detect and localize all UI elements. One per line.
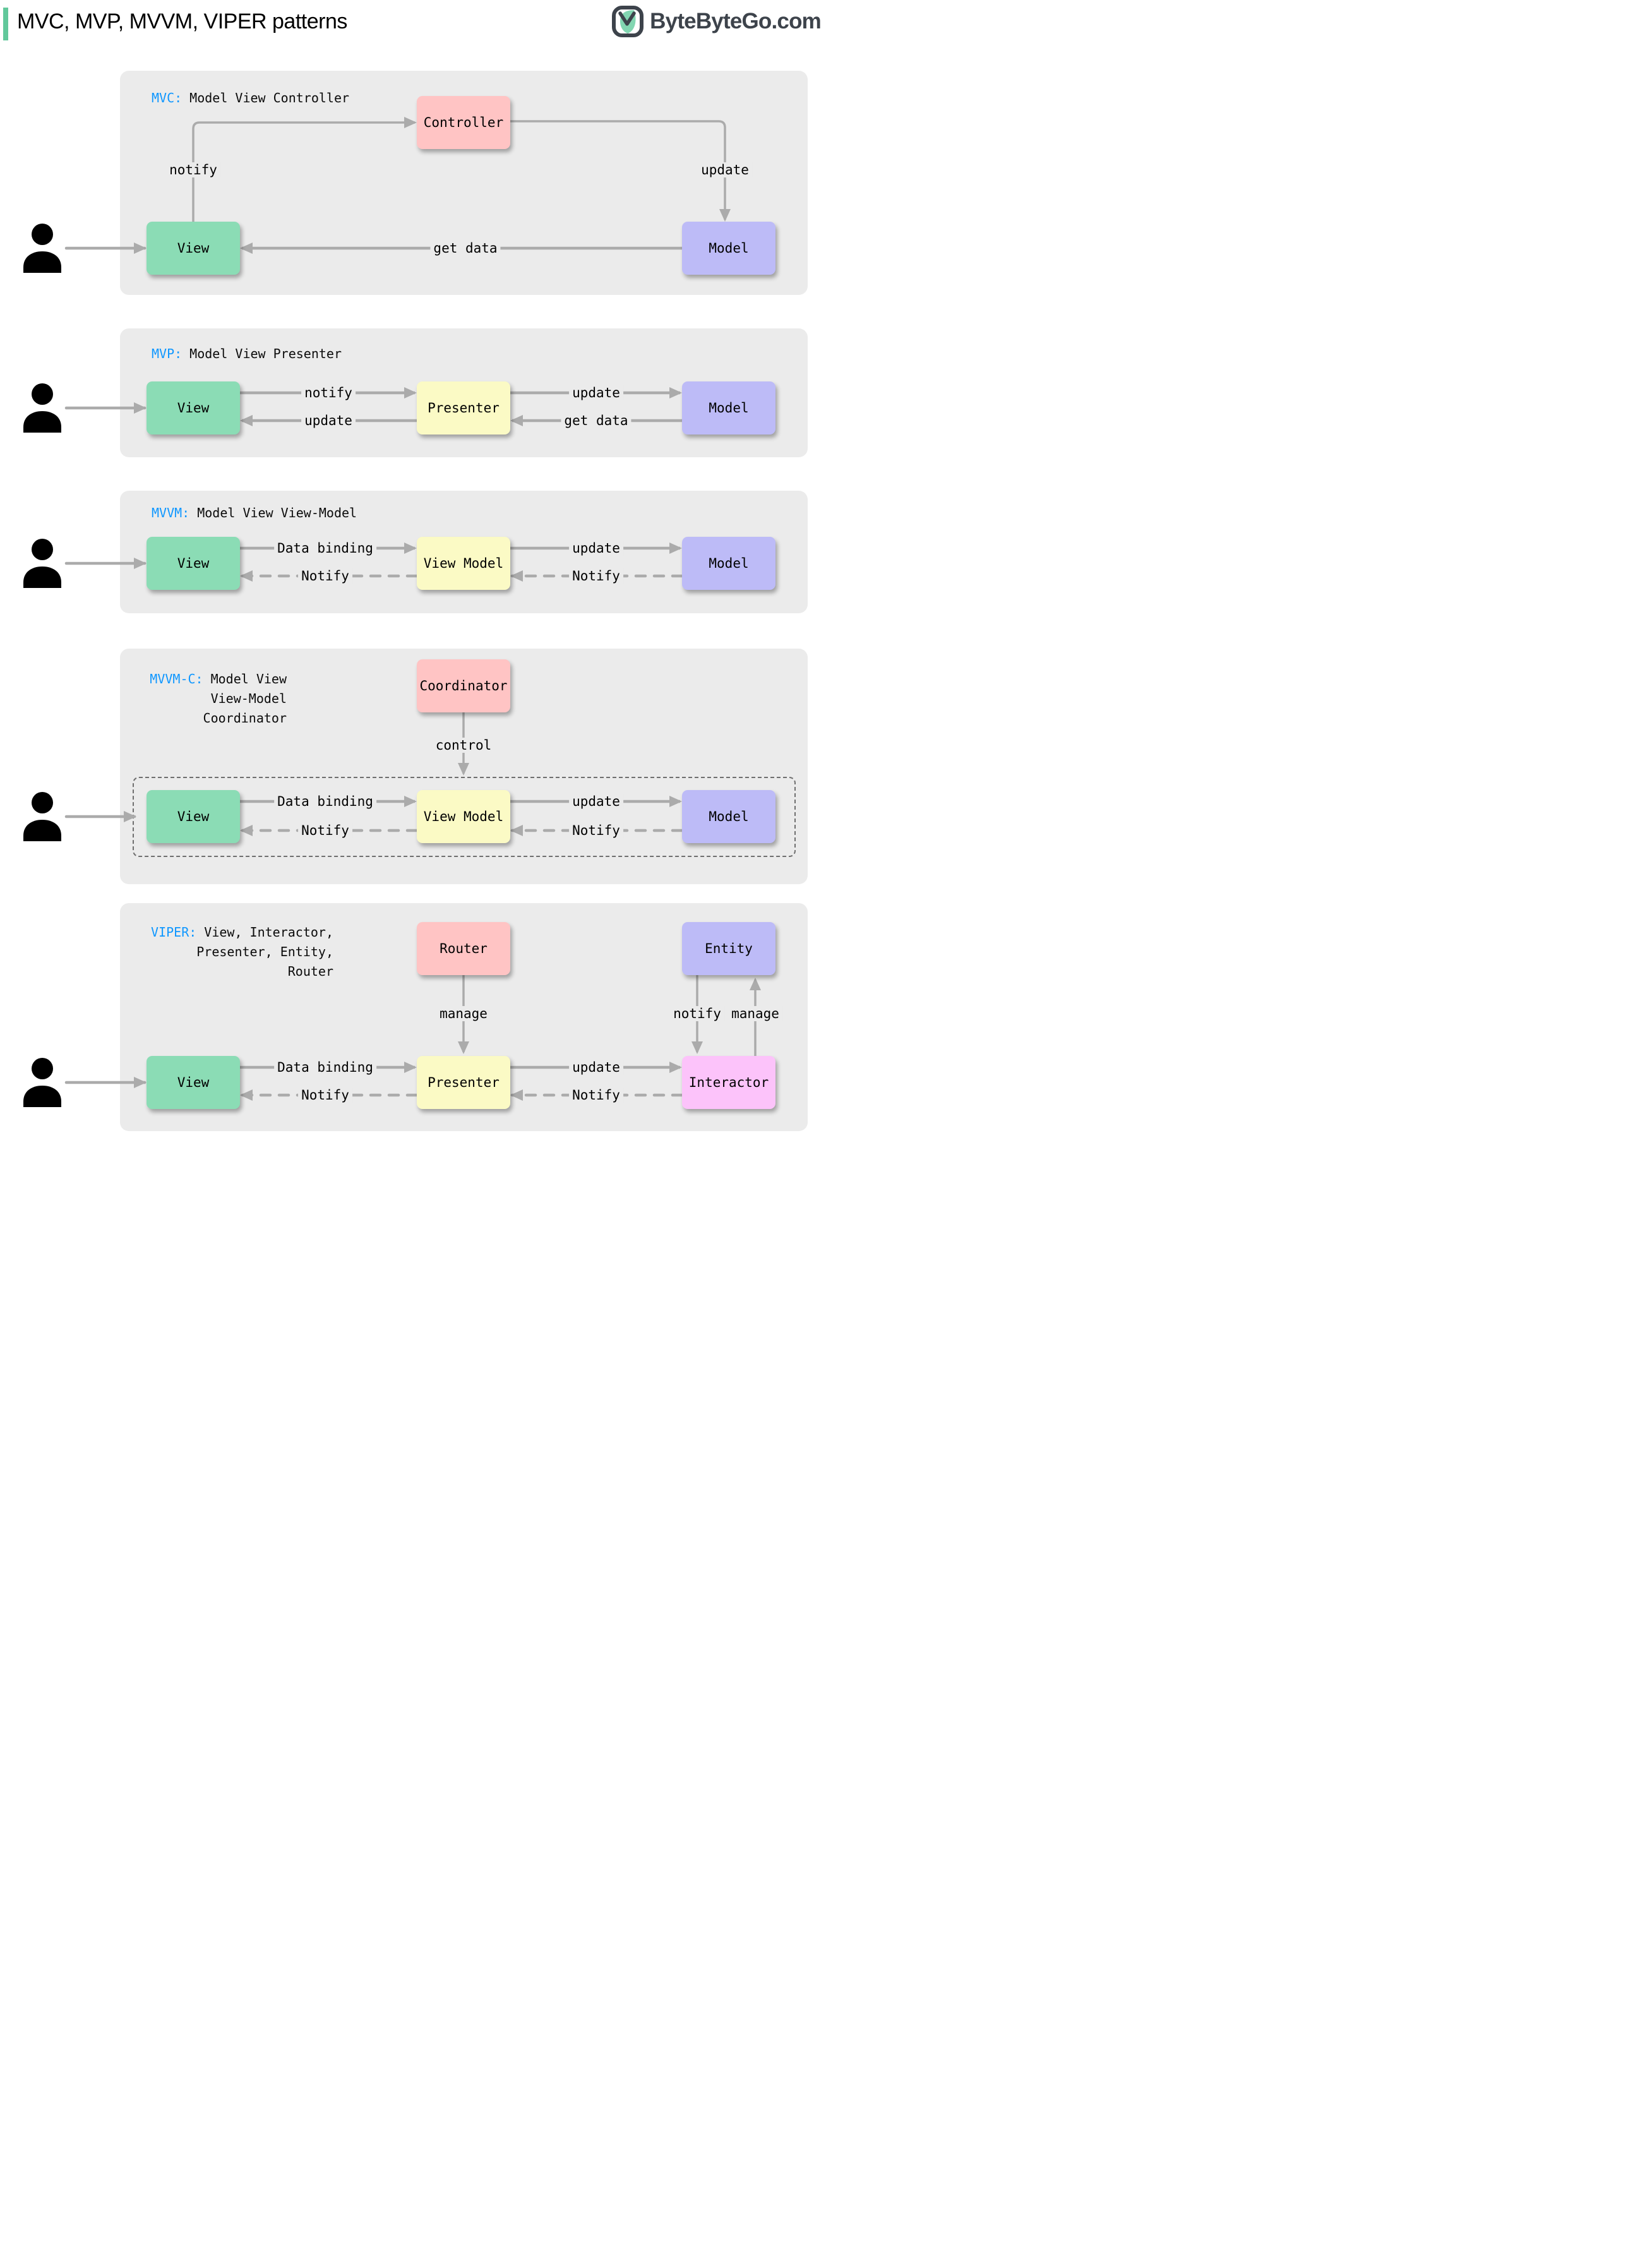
bytebytego-logo-icon (612, 6, 644, 37)
box-controller: Controller (417, 96, 510, 149)
arrow-label-notify: Notify (569, 1088, 623, 1103)
user-icon (22, 539, 63, 588)
box-model: Model (682, 381, 775, 435)
box-view: View (147, 222, 240, 275)
arrow-label-data-binding: Data binding (274, 1060, 376, 1075)
box-view-model: View Model (417, 790, 510, 843)
user-icon (22, 383, 63, 433)
bytebytego-logo: ByteByteGo.com (611, 5, 822, 38)
arrow-label-manage: manage (436, 1006, 491, 1021)
user-icon (22, 224, 63, 273)
user-icon (22, 792, 63, 841)
box-interactor: Interactor (682, 1056, 775, 1109)
arrow-label-notify: Notify (298, 823, 352, 838)
box-router: Router (417, 922, 510, 975)
arrow-label-notify: Notify (569, 823, 623, 838)
arrow-label-update: update (569, 541, 623, 556)
arrow-label-data-binding: Data binding (274, 541, 376, 556)
arrow-label-data-binding: Data binding (274, 794, 376, 809)
box-view: View (147, 790, 240, 843)
user-icon (22, 1058, 63, 1107)
arrow-label-notify: Notify (298, 568, 352, 584)
box-view: View (147, 1056, 240, 1109)
box-coordinator: Coordinator (417, 659, 510, 712)
arrow-label-update: update (569, 385, 623, 400)
bytebytego-logo-text: ByteByteGo.com (650, 9, 822, 33)
arrow-label-notify: notify (301, 385, 356, 400)
box-model: Model (682, 537, 775, 590)
arrow-label-notify: notify (670, 1006, 724, 1021)
box-model: Model (682, 222, 775, 275)
section-label-mvc: MVC:Model View Controller (152, 90, 350, 105)
box-presenter: Presenter (417, 381, 510, 435)
arrow-label-update: update (301, 413, 356, 428)
arrow-label-update: update (569, 1060, 623, 1075)
box-presenter: Presenter (417, 1056, 510, 1109)
section-label-viper: VIPER:View, Interactor, Presenter, Entit… (151, 925, 333, 979)
diagram-page: MVC, MVP, MVVM, VIPER patterns ByteByteG… (0, 0, 826, 1133)
box-entity: Entity (682, 922, 775, 975)
arrow-label-control: control (432, 738, 495, 753)
arrow-label-get-data: get data (561, 413, 631, 428)
section-label-mvvmc: MVVM-C:Model View View-Model Coordinator (150, 671, 287, 726)
arrow-label-notify: notify (166, 162, 220, 177)
section-label-mvp: MVP:Model View Presenter (152, 346, 342, 361)
title-accent-bar (3, 8, 8, 40)
arrow-label-manage: manage (728, 1006, 782, 1021)
arrow-label-update: update (569, 794, 623, 809)
arrow-label-notify: Notify (298, 1088, 352, 1103)
section-label-mvvm: MVVM:Model View View-Model (152, 505, 357, 520)
box-model: Model (682, 790, 775, 843)
arrow-label-update: update (698, 162, 752, 177)
box-view-model: View Model (417, 537, 510, 590)
arrow-label-get-data: get data (430, 241, 501, 256)
arrow-label-notify: Notify (569, 568, 623, 584)
page-title: MVC, MVP, MVVM, VIPER patterns (17, 9, 347, 33)
box-view: View (147, 381, 240, 435)
box-view: View (147, 537, 240, 590)
